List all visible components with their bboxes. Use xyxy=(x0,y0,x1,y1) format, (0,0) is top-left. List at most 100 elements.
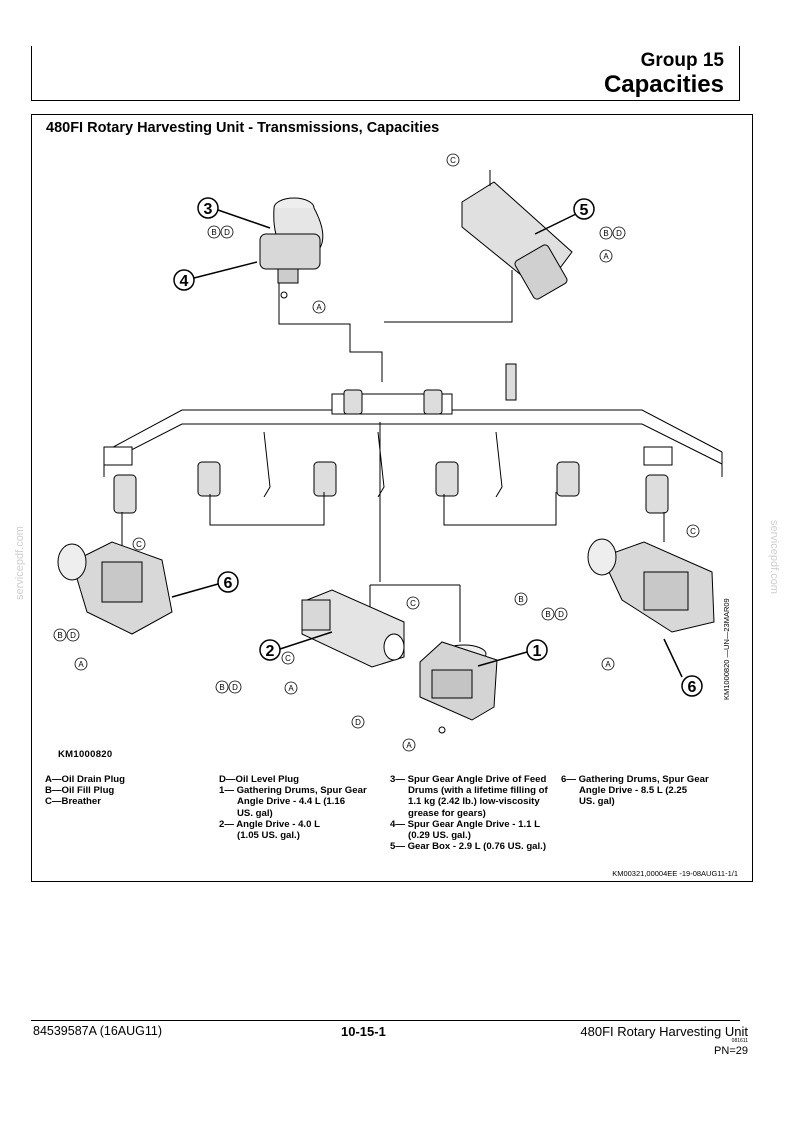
legend-line: 1.1 kg (2.42 lb.) low-viscosity xyxy=(408,796,540,808)
callout-5-label: 5 xyxy=(580,202,589,219)
callout-2 xyxy=(259,639,281,661)
svg-text:B: B xyxy=(518,595,523,604)
legend-line: (1.05 US. gal.) xyxy=(237,830,300,842)
leader-lines xyxy=(121,270,665,642)
letter-callout-a-right: A xyxy=(601,657,615,671)
component-6-left xyxy=(57,541,173,635)
svg-text:D: D xyxy=(355,718,361,727)
knife-tips xyxy=(263,431,503,498)
component-6-right xyxy=(587,538,715,633)
letter-callout-c-comp2: C xyxy=(281,651,295,665)
callout-6-right xyxy=(681,675,703,697)
content-frame xyxy=(31,114,753,882)
letter-callout-a-topright: A xyxy=(599,249,613,263)
svg-text:D: D xyxy=(616,229,622,238)
legend-line: C—Breather xyxy=(45,796,101,808)
watermark-left: servicepdf.com xyxy=(14,526,26,600)
section-title: 480FI Rotary Harvesting Unit - Transmiss… xyxy=(46,120,440,136)
callout-5 xyxy=(573,198,595,220)
letter-callout-c-left: C xyxy=(132,537,146,551)
watermark-right: servicepdf.com xyxy=(768,520,780,594)
callout-1 xyxy=(526,639,548,661)
letter-callout-a-left: A xyxy=(74,657,88,671)
callout-4 xyxy=(173,269,195,291)
svg-text:C: C xyxy=(410,599,416,608)
callout-3 xyxy=(197,197,219,219)
legend-line: D—Oil Level Plug xyxy=(219,774,299,785)
svg-text:A: A xyxy=(603,252,609,261)
header-frame-beam xyxy=(103,393,723,477)
svg-text:B: B xyxy=(545,610,550,619)
legend-line: (0.29 US. gal.) xyxy=(408,830,471,842)
legend-line: US. gal) xyxy=(579,796,615,808)
letter-callout-b-center: B xyxy=(514,592,528,606)
svg-text:D: D xyxy=(558,610,564,619)
component-1 xyxy=(419,641,498,734)
svg-text:C: C xyxy=(690,527,696,536)
callout-2-label: 2 xyxy=(266,643,275,660)
legend-line: grease for gears) xyxy=(408,807,486,819)
letter-callout-c-right: C xyxy=(686,524,700,538)
component-2 xyxy=(301,589,405,668)
row-gearboxes xyxy=(113,363,669,514)
legend-line: Angle Drive - 4.4 L (1.16 xyxy=(237,796,346,808)
callout-6-right-label: 6 xyxy=(688,679,697,696)
footer-rule xyxy=(31,1020,740,1021)
callout-3-label: 3 xyxy=(204,201,213,218)
svg-text:D: D xyxy=(70,631,76,640)
page-title: Capacities xyxy=(603,71,724,98)
component-3-4 xyxy=(259,197,324,299)
svg-text:A: A xyxy=(605,660,611,669)
legend-line: US. gal) xyxy=(237,807,273,819)
svg-text:B: B xyxy=(603,229,608,238)
letter-callout-a-comp1: A xyxy=(402,738,416,752)
footer-page-number: 10-15-1 xyxy=(341,1024,386,1039)
vertical-figure-code: KM1000820 —UN—23MAR09 xyxy=(722,598,731,700)
header-right-rule xyxy=(739,46,740,101)
legend-line: B—Oil Fill Plug xyxy=(45,785,115,797)
svg-text:A: A xyxy=(78,660,84,669)
callout-6-left xyxy=(217,571,239,593)
callout-6-left-label: 6 xyxy=(224,575,233,592)
footer-pn: PN=29 xyxy=(714,1045,748,1057)
legend-line: 2— Angle Drive - 4.0 L xyxy=(219,818,320,830)
letter-callout-d-comp1: D xyxy=(351,715,365,729)
letter-callout-a-topleft: A xyxy=(312,300,326,314)
footer-title: 480FI Rotary Harvesting Unit xyxy=(580,1024,748,1039)
letter-callout-c-center: C xyxy=(406,596,420,610)
svg-text:A: A xyxy=(316,303,322,312)
legend-line: 3— Spur Gear Angle Drive of Feed xyxy=(390,774,547,785)
legend-line: 1— Gathering Drums, Spur Gear xyxy=(219,785,367,797)
callout-1-label: 1 xyxy=(533,643,542,660)
svg-text:C: C xyxy=(136,540,142,549)
letter-callout-a-comp2: A xyxy=(284,681,298,695)
legend-line: 4— Spur Gear Angle Drive - 1.1 L xyxy=(390,818,540,830)
footer-doc-number: 84539587A (16AUG11) xyxy=(33,1024,163,1038)
legend-line: Angle Drive - 8.5 L (2.25 xyxy=(579,785,688,797)
legend-line: A—Oil Drain Plug xyxy=(45,774,125,785)
reference-code: KM00321,00004EE -19-08AUG11-1/1 xyxy=(612,869,738,878)
callout-4-label: 4 xyxy=(180,273,189,290)
svg-text:B: B xyxy=(219,683,224,692)
svg-text:D: D xyxy=(232,683,238,692)
header-left-rule xyxy=(31,46,32,101)
svg-text:B: B xyxy=(211,228,216,237)
footer-date: 081611 xyxy=(731,1038,748,1044)
svg-text:A: A xyxy=(406,741,412,750)
legend-line: Drums (with a lifetime filling of xyxy=(408,785,548,797)
legend-line: 5— Gear Box - 2.9 L (0.76 US. gal.) xyxy=(390,841,547,853)
transmission-diagram: 3 4 5 6 6 2 1 C BD A BD A C BD A C BD A … xyxy=(53,153,723,752)
svg-text:A: A xyxy=(288,684,294,693)
svg-text:B: B xyxy=(57,631,62,640)
header-bottom-rule xyxy=(31,100,740,101)
group-label: Group 15 xyxy=(640,50,724,71)
